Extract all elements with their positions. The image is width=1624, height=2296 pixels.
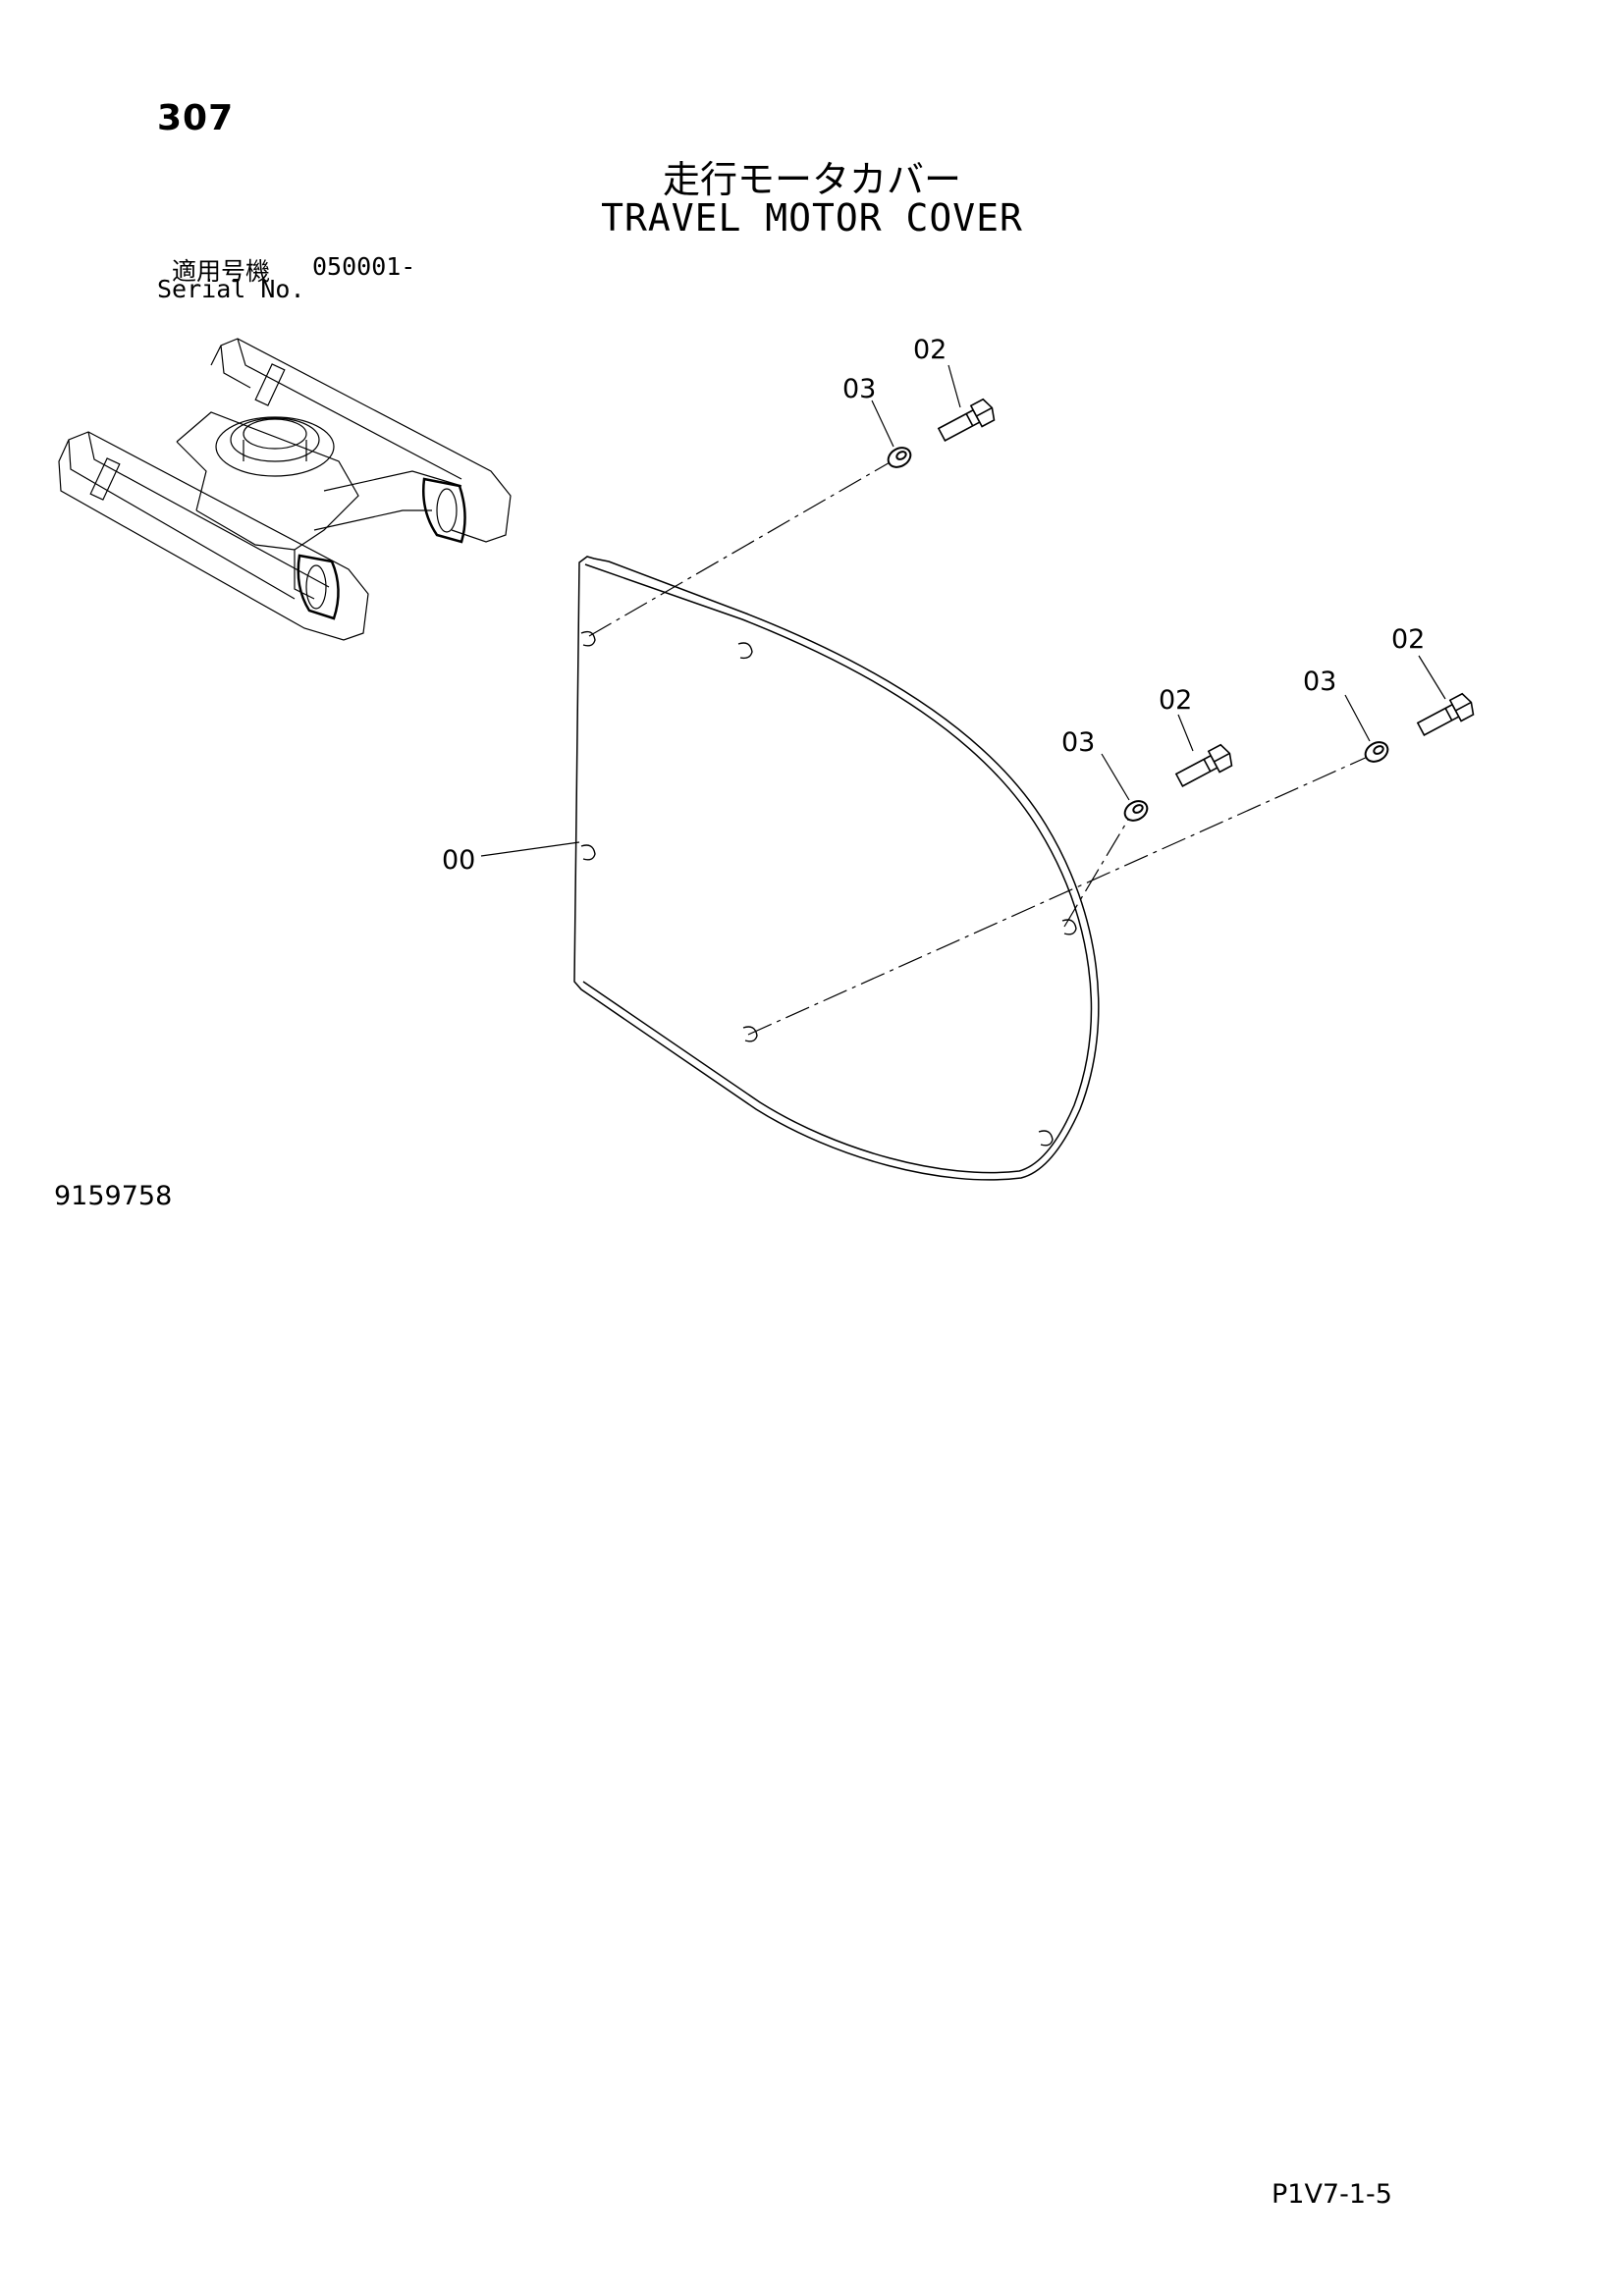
washer-right <box>1364 741 1389 763</box>
sheet-code: P1V7-1-5 <box>1272 2179 1392 2210</box>
bolt-top <box>937 398 996 442</box>
cover-slot-notches <box>580 630 1077 1147</box>
figure-number: 9159758 <box>54 1181 173 1211</box>
washer-top <box>887 447 912 468</box>
title-japanese: 走行モータカバー <box>662 158 961 201</box>
undercarriage-locator-sketch <box>58 338 512 641</box>
title-english: TRAVEL MOTOR COVER <box>601 196 1023 240</box>
callout-bolt-middle: 02 <box>1159 685 1192 716</box>
serial-label-english: Serial No. <box>157 275 305 303</box>
callout-bolt-right: 02 <box>1391 624 1425 655</box>
washer-middle <box>1123 800 1149 822</box>
bolt-right <box>1416 692 1475 736</box>
page-number: 307 <box>157 98 235 138</box>
assembly-alignment-lines <box>588 460 1371 1036</box>
washer-parts <box>887 447 1389 822</box>
travel-motor-cover-plate <box>573 556 1100 1181</box>
serial-label-japanese: 適用号機 <box>172 257 271 286</box>
callout-bolt-top: 02 <box>913 335 947 365</box>
exploded-parts-diagram: 00 02 03 02 03 02 03 <box>58 335 1475 1181</box>
callout-washer-top: 03 <box>842 374 876 404</box>
callout-leader-lines <box>480 364 1446 857</box>
callout-cover: 00 <box>442 845 475 876</box>
callout-washer-middle: 03 <box>1061 727 1095 758</box>
callout-labels: 00 02 03 02 03 02 03 <box>442 335 1425 876</box>
callout-washer-right: 03 <box>1303 667 1336 697</box>
bolt-middle <box>1174 743 1233 787</box>
bolt-parts <box>937 398 1475 787</box>
serial-number-value: 050001- <box>312 252 416 281</box>
